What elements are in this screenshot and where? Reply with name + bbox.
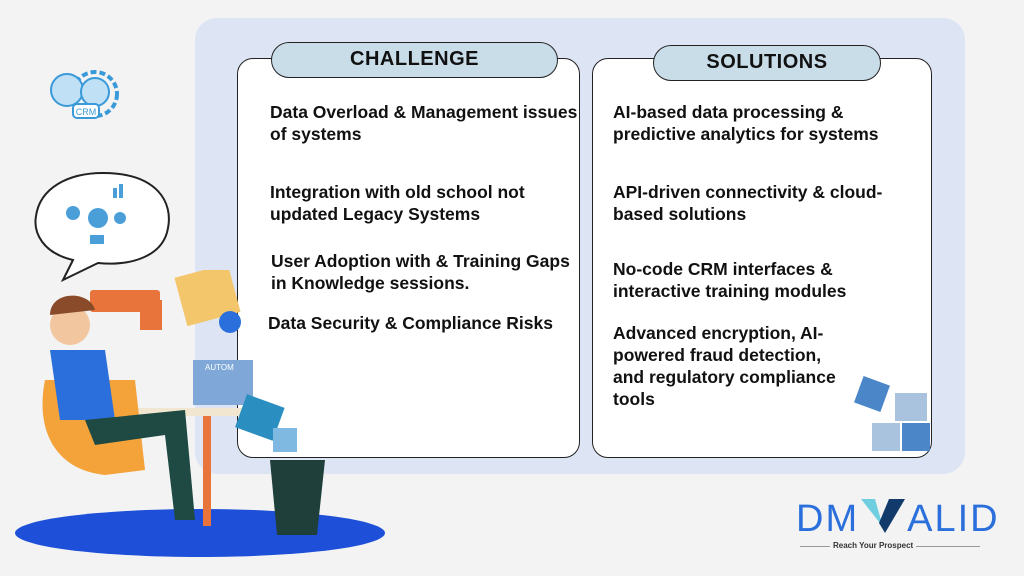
dmvalid-logo: DM ALID (796, 498, 1000, 541)
challenge-item: Integration with old school not updated … (270, 182, 525, 224)
crm-label: CRM (76, 107, 97, 117)
solutions-item: Advanced encryption, AI-powered fraud de… (613, 323, 836, 409)
challenge-item: Data Overload & Management issues of sys… (270, 102, 578, 144)
speech-bubble-icon (34, 171, 170, 283)
crm-gear-icon: CRM (50, 70, 119, 119)
logo-tagline: Reach Your Prospect (830, 541, 917, 550)
challenge-item: User Adoption with & Training Gaps in Kn… (271, 251, 570, 293)
laptop-label: AUTOM (205, 363, 234, 372)
solutions-item: No-code CRM interfaces & interactive tra… (613, 259, 847, 301)
challenge-title: CHALLENGE (271, 42, 558, 78)
person-at-desk-illustration: AUTOM (15, 270, 385, 557)
challenge-card (237, 58, 580, 458)
logo-text-left: DM (796, 498, 860, 540)
solutions-item: AI-based data processing & predictive an… (613, 102, 879, 144)
logo-text-right: ALID (907, 498, 1000, 540)
solutions-item: API-driven connectivity & cloud-based so… (613, 182, 883, 224)
solutions-title: SOLUTIONS (653, 45, 881, 81)
puzzle-icon (854, 376, 930, 451)
challenge-item: Data Security & Compliance Risks (268, 313, 553, 333)
logo-v-icon (861, 499, 906, 533)
